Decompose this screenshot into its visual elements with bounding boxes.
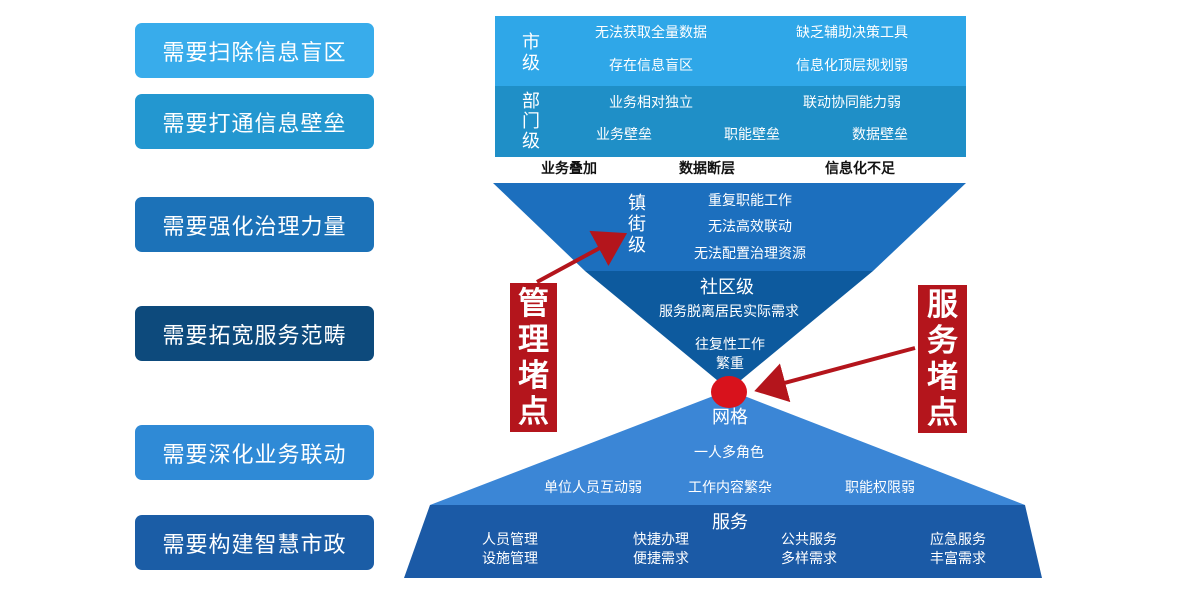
grid-item-multi-role: 一人多角色 [694,444,764,461]
grid-item-complex-work: 工作内容繁杂 [688,479,772,496]
left-button-strengthen-governance[interactable]: 需要强化治理力量 [135,197,374,252]
service-bottleneck-label: 服 务 堵 点 [918,285,967,433]
city-level-label-1: 市 [522,32,540,53]
town-level-label-3: 级 [628,235,646,256]
summary-business-overlap: 业务叠加 [541,160,597,177]
city-level-label-2: 级 [522,53,540,74]
department-level-label-2: 门 [522,111,540,132]
management-bottleneck-char-4: 点 [518,393,549,430]
community-title: 社区级 [700,277,754,298]
city-item-no-decision-tools: 缺乏辅助决策工具 [796,24,908,41]
left-button-deepen-linkage[interactable]: 需要深化业务联动 [135,425,374,480]
service-item-rich-demand: 丰富需求 [930,550,986,567]
town-level-label-2: 街 [628,214,646,235]
service-item-facility-mgmt: 设施管理 [482,551,538,567]
management-bottleneck-char-1: 管 [518,285,549,322]
town-item-no-resource-allocation: 无法配置治理资源 [694,246,806,262]
service-item-emergency-service: 应急服务 [930,531,986,548]
grid-item-weak-interaction: 单位人员互动弱 [544,480,642,496]
left-button-expand-services[interactable]: 需要拓宽服务范畴 [135,306,374,361]
left-button-break-barriers[interactable]: 需要打通信息壁垒 [135,94,374,149]
service-item-convenient-demand: 便捷需求 [633,551,689,567]
city-item-no-full-data: 无法获取全量数据 [595,24,707,41]
department-level-block [495,86,966,157]
town-item-no-linkage: 无法高效联动 [708,218,792,235]
city-level-block [495,16,966,86]
department-level-label-1: 部 [522,91,540,112]
service-item-quick-handling: 快捷办理 [633,532,689,548]
management-arrow [536,230,628,284]
grid-level-block [430,390,1025,505]
department-item-business-barrier: 业务壁垒 [596,127,652,143]
service-item-public-service: 公共服务 [781,532,837,548]
grid-item-weak-authority: 职能权限弱 [845,480,915,496]
community-item-repetitive-work: 往复性工作 [695,336,765,353]
community-item-heavy: 繁重 [716,356,744,372]
town-level-label-1: 镇 [628,193,646,214]
department-level-label-3: 级 [522,131,540,152]
town-item-duplicate-work: 重复职能工作 [708,192,792,209]
management-bottleneck-label: 管 理 堵 点 [510,283,557,432]
department-item-data-barrier: 数据壁垒 [852,127,908,143]
community-item-detached-service: 服务脱离居民实际需求 [659,303,799,320]
service-title: 服务 [712,512,748,533]
management-bottleneck-char-3: 堵 [518,357,549,394]
service-bottleneck-char-3: 堵 [927,359,958,395]
grid-title: 网格 [712,407,748,428]
service-item-personnel-mgmt: 人员管理 [482,532,538,548]
community-level-block [585,271,873,390]
department-item-function-barrier: 职能壁垒 [724,127,780,143]
summary-data-gap: 数据断层 [679,160,735,177]
department-item-weak-coordination: 联动协同能力弱 [803,95,901,111]
service-bottleneck-char-2: 务 [927,323,958,359]
bottleneck-node [711,376,747,408]
left-button-clear-blind-spots[interactable]: 需要扫除信息盲区 [135,23,374,78]
summary-insufficient-it: 信息化不足 [825,160,896,177]
department-item-independent: 业务相对独立 [609,95,693,111]
service-bottleneck-char-1: 服 [927,287,958,323]
left-button-smart-municipal[interactable]: 需要构建智慧市政 [135,515,374,570]
service-bottleneck-char-4: 点 [927,395,958,431]
city-item-weak-planning: 信息化顶层规划弱 [796,57,908,74]
service-item-diverse-demand: 多样需求 [781,550,837,567]
city-item-info-blind-spot: 存在信息盲区 [609,57,693,74]
service-arrow [754,346,916,403]
service-level-block [404,505,1042,578]
management-bottleneck-char-2: 理 [518,321,549,358]
